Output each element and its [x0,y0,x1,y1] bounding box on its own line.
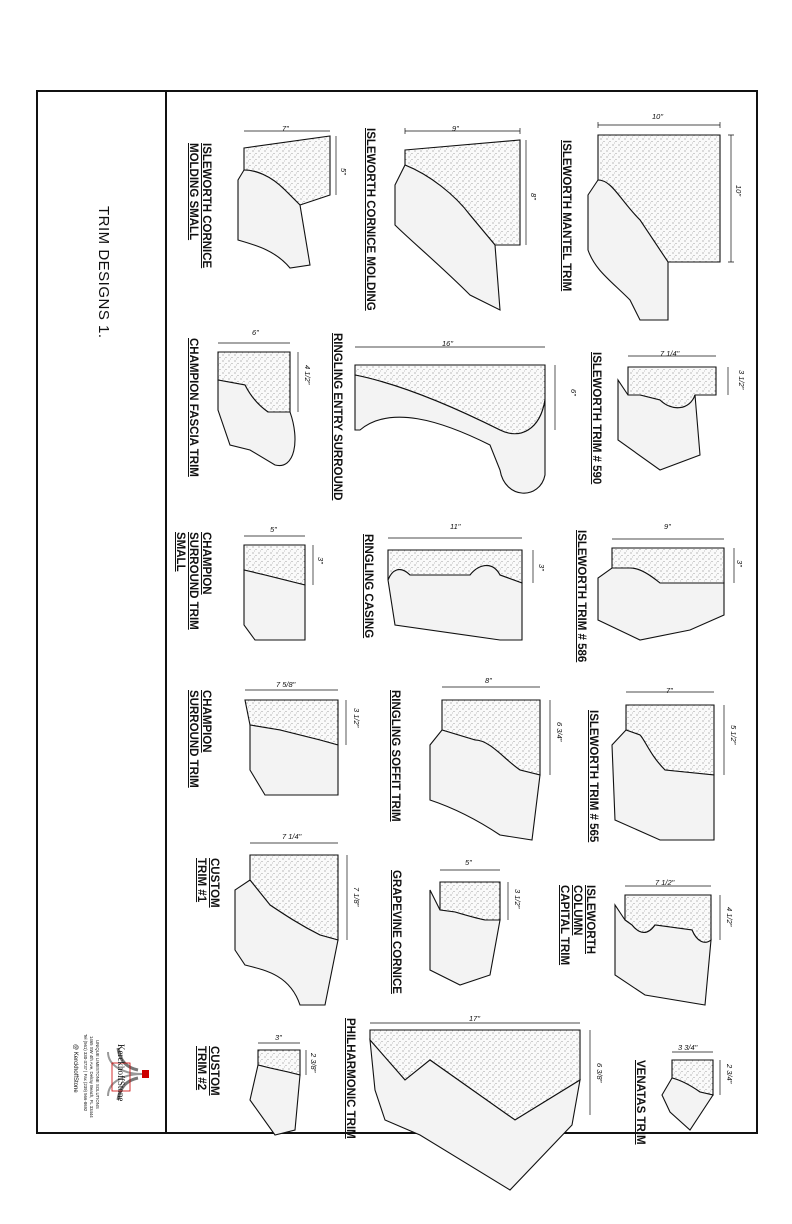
profile-isleworth-cornice-molding [394,128,527,311]
dim-width: 9" [664,522,671,531]
dim-width: 3 3/4" [678,1043,698,1052]
trim-label: CHAMPION FASCIA TRIM [187,338,199,477]
profile-custom-trim-1 [234,842,348,1006]
trim-label: CUSTOM TRIM #1 [195,858,220,908]
profile-ringling-soffit-trim [429,686,551,841]
dim-width: 5" [465,858,472,867]
profile-isleworth-trim-565 [611,691,725,841]
dim-height: 6" [569,389,578,396]
dim-width: 16" [442,339,454,348]
logo-handle: @ KerckhoffStone [72,1044,78,1093]
dim-width: 9" [452,124,459,133]
dim-height: 3 1/2" [352,708,361,728]
profile-isleworth-mantel-trim [587,122,734,321]
dim-width: 17" [469,1014,481,1023]
dim-width: 7 1/4" [660,349,680,358]
dim-width: 5" [270,525,277,534]
dim-height: 2 3/8" [309,1053,318,1073]
trim-label: RINGLING CASING [362,534,374,639]
dim-height: 4 1/2" [303,365,312,385]
dim-width: 8" [485,676,492,685]
dim-width: 7 1/2" [655,878,675,887]
trim-label: PHILHARMONIC TRIM [344,1018,356,1139]
dim-height: 6 3/8" [595,1063,604,1083]
dim-height: 2 3/4" [725,1064,734,1084]
dim-height: 7 1/8" [352,887,361,907]
profile-ringling-casing [387,537,534,641]
profile-champion-fascia-trim [217,342,299,466]
trim-label: ISLEWORTH MANTEL TRIM [560,140,572,292]
profile-venatas-trim [661,1051,721,1131]
dim-height: 3" [735,560,744,567]
profile-isleworth-trim-590 [617,355,729,471]
trim-label: RINGLING ENTRY SURROUND [331,333,343,501]
trim-label: CUSTOM TRIM #2 [195,1046,220,1096]
trim-label: ISLEWORTH COLUMN CAPITAL TRIM [558,885,596,966]
profile-philharmonic-trim [369,1022,591,1191]
dim-height: 3 1/2" [737,370,746,390]
profile-champion-surround-trim [244,689,347,796]
trim-label: ISLEWORTH TRIM # 586 [575,530,587,663]
logo-phone: Tel (561) 330-3737 | Fax (239) 566-8692 [83,1034,88,1112]
logo-brand: KerckhoffStone [116,1044,126,1102]
logo-address: 1465 SW 4th Ave, Delray Beach, FL 33444 [89,1036,94,1118]
dim-height: 4 1/2" [725,907,734,927]
trim-label: ISLEWORTH CORNICE MOLDING [364,128,376,311]
kerckhoff-logo-mark [107,1047,149,1101]
trim-label: VENATAS TRIM [634,1060,646,1145]
dim-width: 11" [450,522,461,531]
trim-label: CHAMPION SURROUND TRIM [187,690,212,788]
dim-width: 3" [275,1033,282,1042]
sheet-border [36,90,758,1134]
profile-isleworth-column-capital-trim [614,885,721,1006]
dim-height: 3" [537,564,546,571]
dim-height: 3" [316,557,325,564]
trim-label: ISLEWORTH TRIM # 565 [587,710,599,843]
dim-height: 5" [339,168,348,175]
profile-grapevine-cornice [429,869,509,986]
dim-width: 6" [252,328,259,337]
profile-champion-surround-trim-small [243,535,314,641]
profile-custom-trim-2 [249,1042,307,1136]
trim-label: ISLEWORTH TRIM # 590 [590,352,602,485]
title-column-divider [165,90,167,1134]
dim-width: 7 5/8" [276,680,296,689]
dim-height: 3 1/2" [513,889,522,909]
trim-label: RINGLING SOFFIT TRIM [389,690,401,822]
dim-width: 10" [652,112,664,121]
trim-label: GRAPEVINE CORNICE [390,870,402,994]
profile-isleworth-cornice-molding-small [237,130,337,269]
logo-tagline: UNIQUE LIMESTONE SOLUTIONS [95,1040,100,1109]
profile-isleworth-trim-586 [597,538,735,641]
dim-width: 7" [666,686,673,695]
dim-height: 6 3/4" [555,722,564,742]
dim-height: 8" [529,193,538,200]
profile-ringling-entry-surround [354,346,556,494]
dim-width: 7 1/4" [282,832,302,841]
dim-height: 5 1/2" [729,725,738,745]
dim-height: 10" [734,185,743,197]
trim-label: CHAMPION SURROUND TRIM SMALL [174,532,212,630]
trim-label: ISLEWORTH CORNICE MOLDING SMALL [187,143,212,269]
dim-width: 7" [282,124,289,133]
